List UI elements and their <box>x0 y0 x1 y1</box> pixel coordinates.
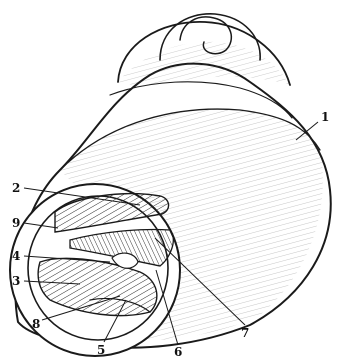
label-8: 8 <box>32 317 40 331</box>
label-4: 4 <box>12 249 20 263</box>
label-5: 5 <box>97 343 105 357</box>
label-9: 9 <box>12 216 20 230</box>
label-1: 1 <box>321 110 329 124</box>
label-6: 6 <box>174 345 182 359</box>
label-3: 3 <box>12 274 20 288</box>
label-2: 2 <box>12 181 20 195</box>
label-7: 7 <box>241 326 249 340</box>
